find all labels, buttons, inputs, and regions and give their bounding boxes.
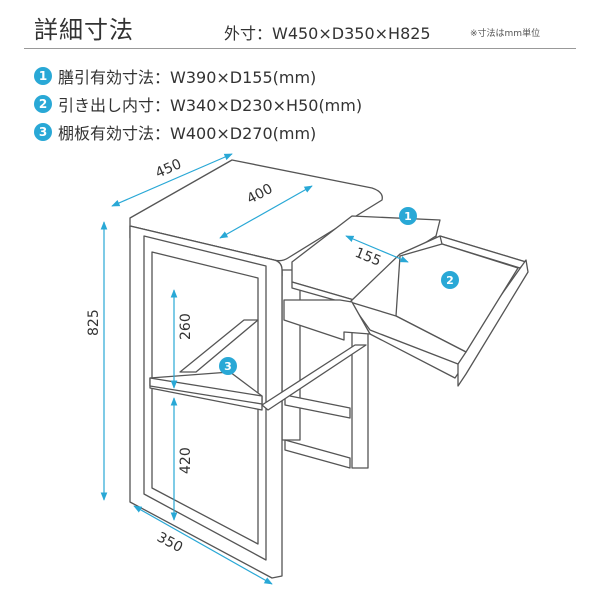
dim-label-upper-gap: 260: [178, 313, 194, 340]
number-badge-2: 2: [34, 95, 52, 113]
number-badge-3: 3: [34, 123, 52, 141]
drawer-housing: [283, 299, 371, 341]
spec-row-2: 2 引き出し内寸 ：W340×D230×H50(mm): [34, 90, 362, 118]
spec-row-3: 3 棚板有効寸法 ：W400×D270(mm): [34, 118, 362, 146]
svg-text:2: 2: [446, 274, 454, 287]
dim-line-slide-depth: [345, 235, 409, 263]
dim-line-inner-width: [219, 185, 313, 239]
lower-rear-rail: [284, 439, 351, 469]
dim-label-height: 825: [86, 309, 102, 336]
page-title: 詳細寸法: [34, 16, 134, 44]
spec-label: 棚板有効寸法: [58, 124, 155, 143]
marker-1: 1: [399, 207, 417, 225]
dim-line-depth: [133, 505, 273, 585]
unit-note: ※寸法はmm単位: [470, 29, 541, 39]
drawer-front: [457, 259, 529, 387]
furniture-body: [129, 159, 529, 579]
spec-list: 1 膳引有効寸法 ：W390×D155(mm) 2 引き出し内寸 ：W340×D…: [34, 62, 362, 146]
svg-text:3: 3: [224, 360, 232, 373]
svg-text:1: 1: [404, 210, 412, 223]
outer-dimensions: 外寸：W450×D350×H825: [224, 24, 431, 43]
rear-left-frame: [281, 269, 301, 441]
spec-value: ：W390×D155(mm): [154, 68, 317, 87]
dim-label-top-width: 450: [153, 156, 184, 181]
dim-label-lower-gap: 420: [178, 447, 194, 474]
marker-2: 2: [441, 271, 459, 289]
spec-label: 膳引有効寸法: [58, 68, 155, 87]
spec-value: ：W400×D270(mm): [154, 124, 317, 143]
number-badge-1: 1: [34, 67, 52, 85]
spec-row-1: 1 膳引有効寸法 ：W390×D155(mm): [34, 62, 362, 90]
header-divider: [24, 48, 576, 49]
spec-label: 引き出し内寸: [58, 96, 155, 115]
marker-3: 3: [219, 357, 237, 375]
spec-value: ：W340×D230×H50(mm): [154, 96, 363, 115]
dim-label-depth: 350: [154, 529, 185, 556]
dimension-lines: [100, 153, 409, 585]
mid-rear-rail: [284, 394, 351, 419]
header: 詳細寸法 外寸：W450×D350×H825 ※寸法はmm単位: [0, 0, 600, 49]
dim-line-top-width: [111, 153, 233, 207]
